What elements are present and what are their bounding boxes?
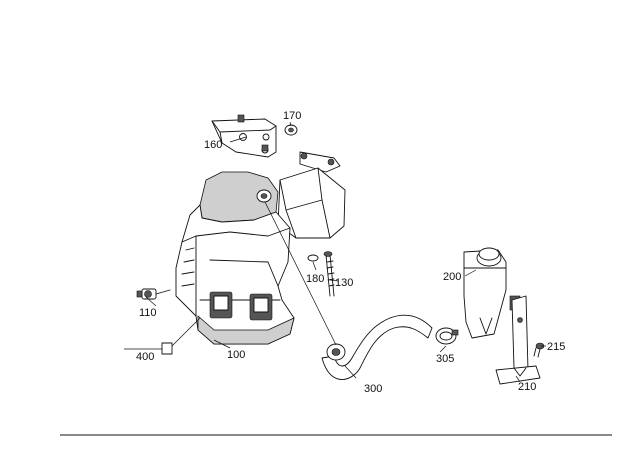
part-number-180: 180 xyxy=(306,273,324,285)
reservoir-200-drawing xyxy=(463,247,521,339)
part-number-210: 210 xyxy=(518,381,536,393)
nut-170-drawing xyxy=(284,124,298,136)
holder-210-drawing xyxy=(495,295,541,385)
label-400-drawing xyxy=(124,342,173,355)
support-bracket-drawing xyxy=(277,151,346,239)
part-number-400: 400 xyxy=(136,351,154,363)
reservoir-100-drawing xyxy=(175,171,295,345)
bolt-130-drawing xyxy=(307,251,335,297)
part-number-215: 215 xyxy=(547,341,565,353)
part-number-160: 160 xyxy=(204,139,222,151)
screw-215-drawing xyxy=(533,342,545,358)
part-number-130: 130 xyxy=(335,277,353,289)
part-number-305: 305 xyxy=(436,353,454,365)
valve-110-drawing xyxy=(136,288,171,300)
clamp-305-drawing xyxy=(435,327,459,345)
part-number-170: 170 xyxy=(283,110,301,122)
part-number-110: 110 xyxy=(139,307,157,319)
hose-300-drawing xyxy=(321,314,433,380)
part-number-300: 300 xyxy=(364,383,382,395)
leader-lines xyxy=(145,121,546,383)
part-number-200: 200 xyxy=(443,271,461,283)
bracket-160-drawing xyxy=(211,114,277,158)
part-number-100: 100 xyxy=(227,349,245,361)
